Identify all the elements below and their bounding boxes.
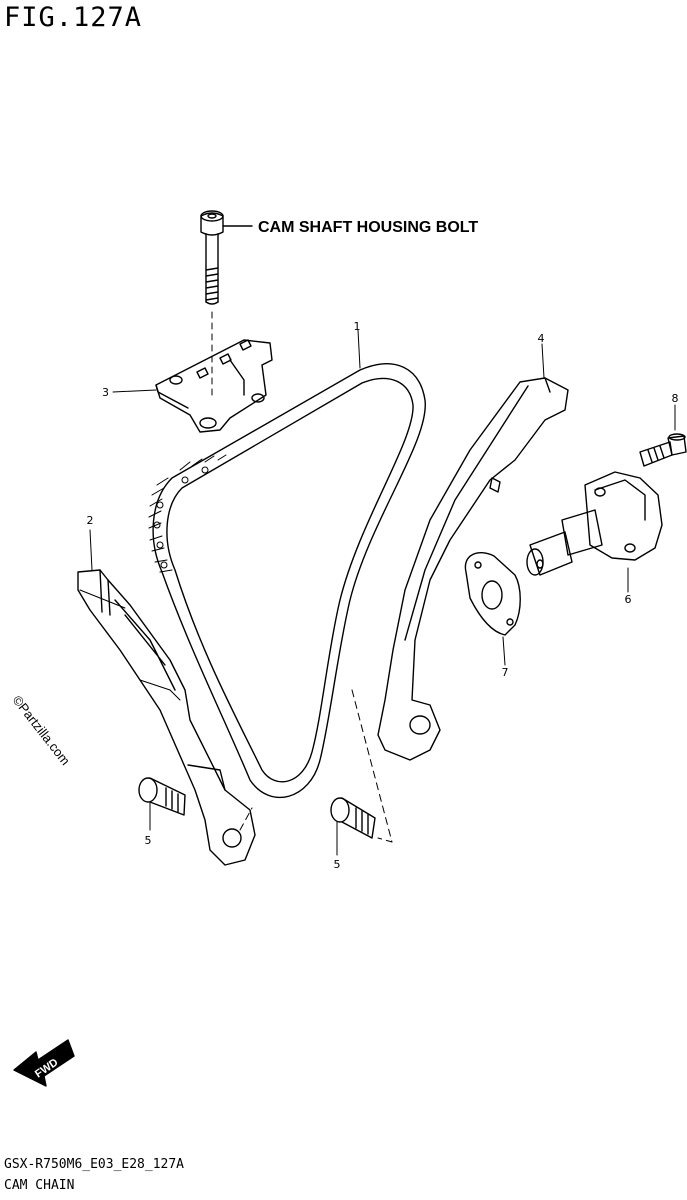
chain-guide-rear[interactable]	[77, 569, 256, 866]
callout-7: 7	[502, 666, 509, 679]
cam-shaft-housing-bolt[interactable]	[200, 210, 253, 401]
cam-chain[interactable]	[148, 363, 426, 799]
callout-5-left: 5	[145, 834, 152, 847]
chain-tensioner[interactable]	[526, 471, 663, 576]
figure-title: FIG.127A	[4, 2, 143, 33]
callout-8: 8	[672, 392, 679, 405]
chain-guide-bracket[interactable]	[155, 339, 273, 433]
callout-1: 1	[354, 320, 361, 333]
guide-bolt-left[interactable]	[138, 777, 186, 816]
model-code: GSX-R750M6_E03_E28_127A	[4, 1157, 185, 1172]
callout-3: 3	[102, 386, 109, 399]
callout-cam-shaft-housing-bolt: CAM SHAFT HOUSING BOLT	[258, 219, 478, 236]
callout-5-right: 5	[334, 858, 341, 871]
forward-direction-badge: FWD	[13, 1039, 75, 1087]
callout-6: 6	[625, 593, 632, 606]
callout-2: 2	[87, 514, 94, 527]
guide-bolt-right[interactable]	[330, 797, 376, 839]
tensioner-bolt[interactable]	[639, 433, 687, 467]
partzilla-watermark: ©Partzilla.com	[10, 693, 74, 768]
chain-guide-front[interactable]	[377, 377, 569, 761]
callout-4: 4	[538, 332, 545, 345]
figure-caption: CAM CHAIN	[4, 1178, 75, 1193]
tensioner-gasket[interactable]	[464, 552, 521, 636]
